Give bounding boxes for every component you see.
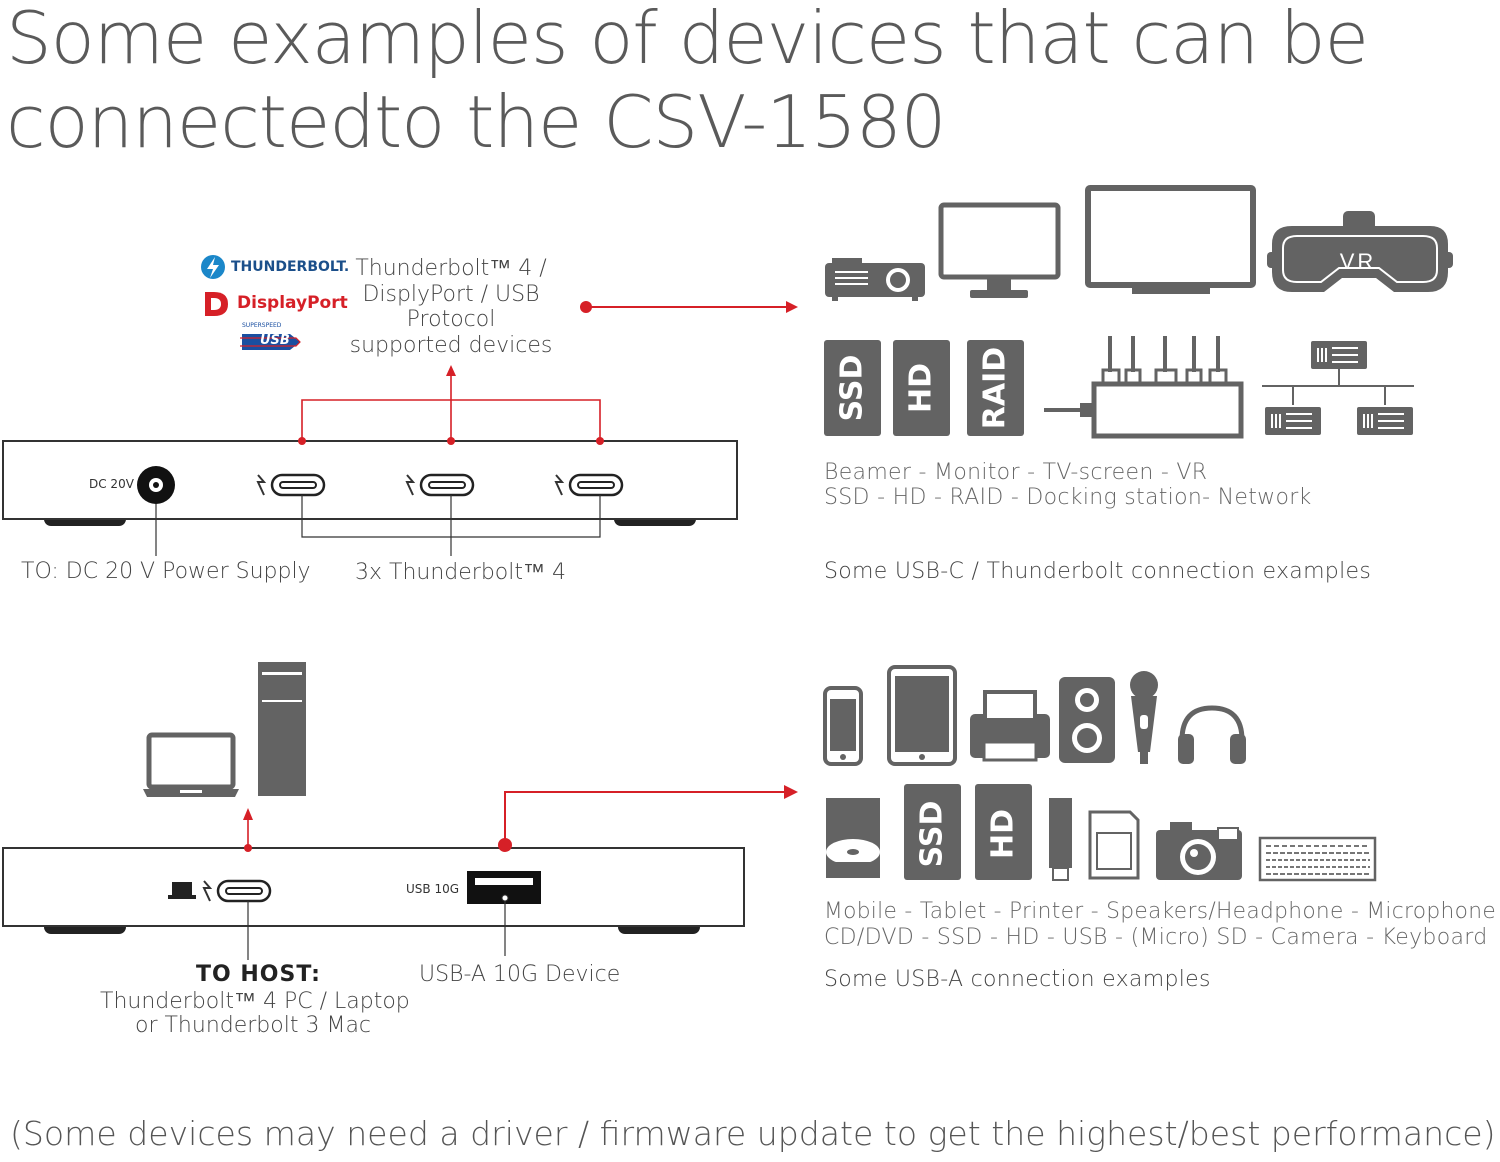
thunderbolt-logo-icon bbox=[201, 255, 225, 279]
usb-a-examples-caption: Some USB-A connection examples bbox=[824, 967, 1211, 992]
title-line-1: Some examples of devices that can be bbox=[6, 0, 1369, 80]
usb-c-examples-caption: Some USB-C / Thunderbolt connection exam… bbox=[824, 559, 1372, 584]
to-host-title: TO HOST: bbox=[196, 962, 321, 987]
top-arrow-dot bbox=[580, 301, 592, 313]
sd-card-icon bbox=[1088, 810, 1140, 880]
host-line-2: or Thunderbolt 3 Mac bbox=[135, 1013, 372, 1038]
bottom-leader-lines bbox=[247, 896, 506, 960]
vr-label: VR bbox=[1340, 249, 1377, 274]
pc-tower-icon bbox=[258, 662, 306, 796]
microphone-icon bbox=[1130, 671, 1158, 764]
displayport-logo-text: DisplayPort bbox=[237, 293, 348, 313]
footer-note: (Some devices may need a driver / firmwa… bbox=[10, 1114, 1496, 1153]
tablet-icon bbox=[887, 665, 957, 766]
hd-tile-2-icon bbox=[975, 784, 1032, 880]
usb-logo-icon bbox=[240, 334, 301, 350]
ssd-tile-icon bbox=[824, 340, 881, 436]
host-line-1: Thunderbolt™ 4 PC / Laptop bbox=[100, 989, 410, 1014]
top-red-connector bbox=[298, 365, 604, 445]
hd-tile-icon bbox=[893, 340, 950, 436]
docking-station-icon bbox=[1044, 336, 1244, 439]
bottom-icons-caption-2: CD/DVD - SSD - HD - USB - (Micro) SD - C… bbox=[824, 925, 1488, 950]
bottom-icons-caption-1: Mobile - Tablet - Printer - Speakers/Hea… bbox=[824, 899, 1497, 924]
hd-tile-2-label: HD bbox=[986, 809, 1021, 859]
mobile-icon bbox=[823, 686, 863, 766]
raid-tile-icon bbox=[967, 340, 1024, 436]
vr-headset-icon bbox=[1267, 211, 1453, 292]
power-supply-label: TO: DC 20 V Power Supply bbox=[21, 559, 311, 584]
thunderbolt-logo-text: THUNDERBOLT. bbox=[231, 259, 350, 275]
title-line-2: connectedto the CSV-1580 bbox=[6, 80, 946, 164]
usb-logo-text: USB bbox=[260, 333, 290, 348]
network-icon bbox=[1262, 341, 1414, 435]
monitor-icon bbox=[938, 202, 1061, 298]
camera-icon bbox=[1156, 822, 1242, 880]
laptop-icon bbox=[143, 732, 239, 797]
usb-10g-port-label: USB 10G bbox=[406, 882, 460, 896]
bottom-dock-device bbox=[2, 847, 745, 934]
displayport-logo-icon bbox=[205, 292, 228, 316]
dc-power-jack bbox=[137, 466, 175, 504]
host-port-icons bbox=[168, 882, 196, 899]
bottom-red-connector bbox=[243, 785, 798, 852]
headphone-icon bbox=[1178, 705, 1246, 764]
top-leader-lines bbox=[155, 495, 601, 556]
cd-dvd-icon bbox=[826, 798, 880, 878]
ssd-tile-2-icon bbox=[904, 784, 961, 880]
speakers-icon bbox=[1059, 677, 1115, 763]
ssd-tile-2-label: SSD bbox=[915, 801, 950, 868]
usb-logo-superspeed: SUPERSPEED bbox=[242, 322, 282, 329]
thunderbolt-ports-label: 3x Thunderbolt™ 4 bbox=[355, 560, 566, 585]
printer-icon bbox=[970, 690, 1050, 762]
top-icons-caption-1: Beamer - Monitor - TV-screen - VR bbox=[824, 460, 1208, 485]
keyboard-icon bbox=[1258, 836, 1377, 882]
beamer-icon bbox=[825, 258, 925, 301]
hd-tile-label: HD bbox=[904, 363, 939, 413]
raid-tile-label: RAID bbox=[978, 347, 1013, 429]
dc-20v-label: DC 20V bbox=[89, 477, 134, 491]
usb-stick-icon bbox=[1049, 798, 1072, 881]
supported-devices-label: Thunderbolt™ 4 / DisplyPort / USB Protoc… bbox=[349, 256, 553, 358]
ssd-tile-label: SSD bbox=[835, 355, 870, 422]
usb-a-device-label: USB-A 10G Device bbox=[419, 962, 621, 987]
top-icons-caption-2: SSD - HD - RAID - Docking station- Netwo… bbox=[824, 485, 1312, 510]
tv-screen-icon bbox=[1085, 185, 1256, 294]
